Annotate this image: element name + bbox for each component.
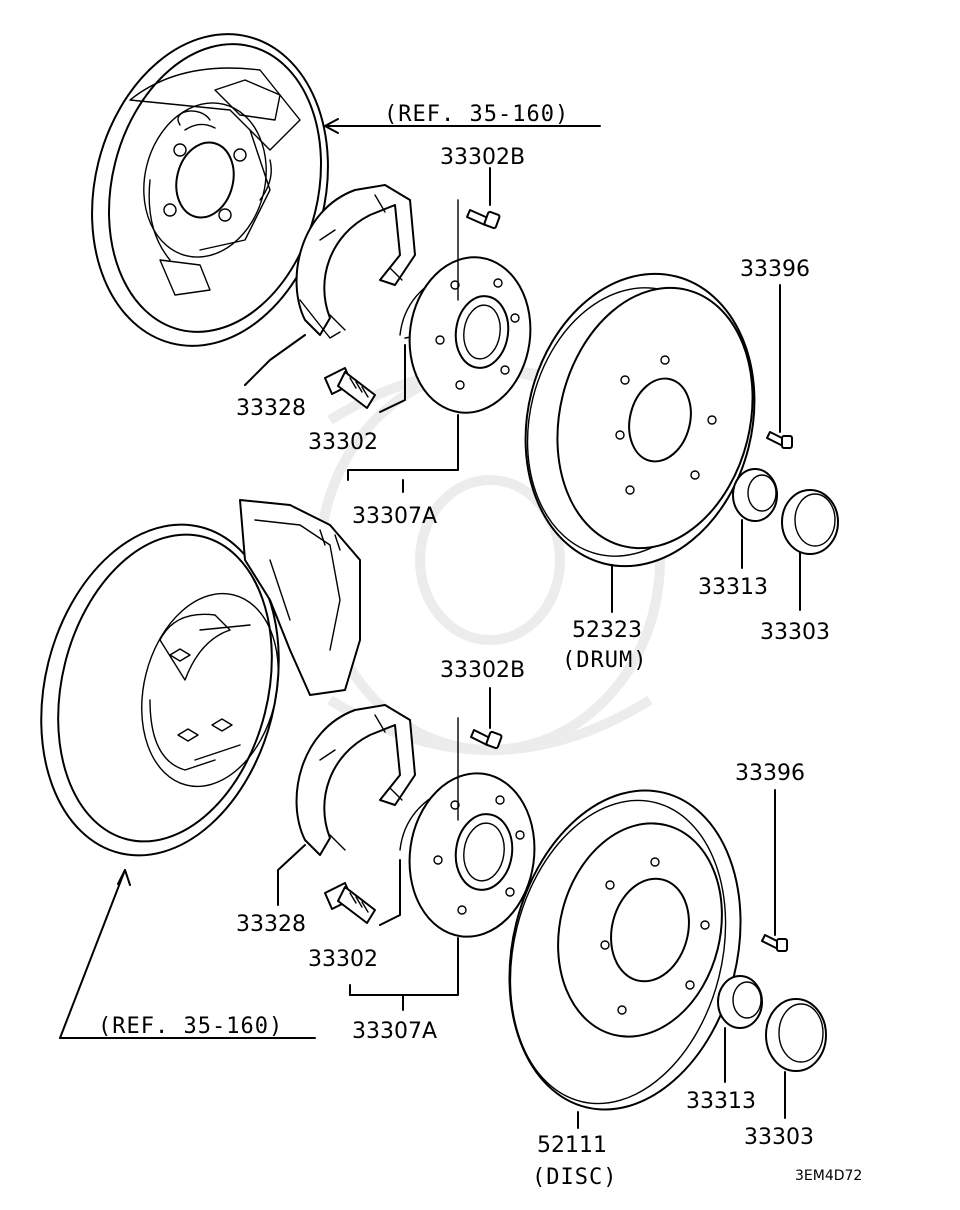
bottom-hub-flange	[399, 772, 536, 938]
top-wheel-stud	[324, 367, 376, 409]
label-top-small-screw: 33396	[740, 257, 810, 282]
brake-caliper	[239, 499, 361, 696]
label-bottom-nut: 33313	[686, 1089, 756, 1114]
top-hub-nut	[732, 468, 778, 522]
label-bottom-small-screw: 33396	[735, 761, 805, 786]
label-disc-part: 52111	[537, 1133, 607, 1158]
label-bottom-hub-assy: 33307A	[352, 1019, 437, 1044]
bottom-small-screw	[761, 934, 788, 952]
bottom-hub-nut	[717, 975, 763, 1029]
brake-drum	[524, 272, 756, 568]
label-top-dust-shield: 33328	[236, 396, 306, 421]
label-bottom-dust-shield: 33328	[236, 912, 306, 937]
bottom-hub-cap	[765, 998, 827, 1072]
label-top-hub-assy: 33307A	[352, 504, 437, 529]
bottom-dust-shield	[295, 704, 416, 856]
label-disc-note: (DISC)	[532, 1165, 617, 1190]
label-top-cap: 33303	[760, 620, 830, 645]
diagram-code: 3EM4D72	[795, 1168, 862, 1184]
top-small-screw	[766, 431, 793, 449]
top-hub-cap	[781, 489, 839, 555]
label-bottom-bolt: 33302B	[440, 658, 525, 683]
label-top-nut: 33313	[698, 575, 768, 600]
top-dust-shield	[295, 184, 416, 339]
label-drum-part: 52323	[572, 618, 642, 643]
label-top-stud: 33302	[308, 430, 378, 455]
label-bottom-cap: 33303	[744, 1125, 814, 1150]
bottom-backing-plate	[40, 523, 280, 857]
top-hub-flange	[399, 256, 532, 414]
label-bottom-stud: 33302	[308, 947, 378, 972]
bottom-hub-bolt	[470, 729, 503, 750]
leader-lines	[59, 118, 801, 1129]
ref-label-top: (REF. 35-160)	[384, 102, 569, 127]
top-hub-bolt	[466, 209, 501, 230]
brake-disc	[508, 789, 742, 1111]
ref-label-bottom: (REF. 35-160)	[98, 1014, 283, 1039]
label-top-bolt: 33302B	[440, 145, 525, 170]
label-drum-note: (DRUM)	[562, 648, 647, 673]
bottom-wheel-stud	[324, 882, 376, 924]
